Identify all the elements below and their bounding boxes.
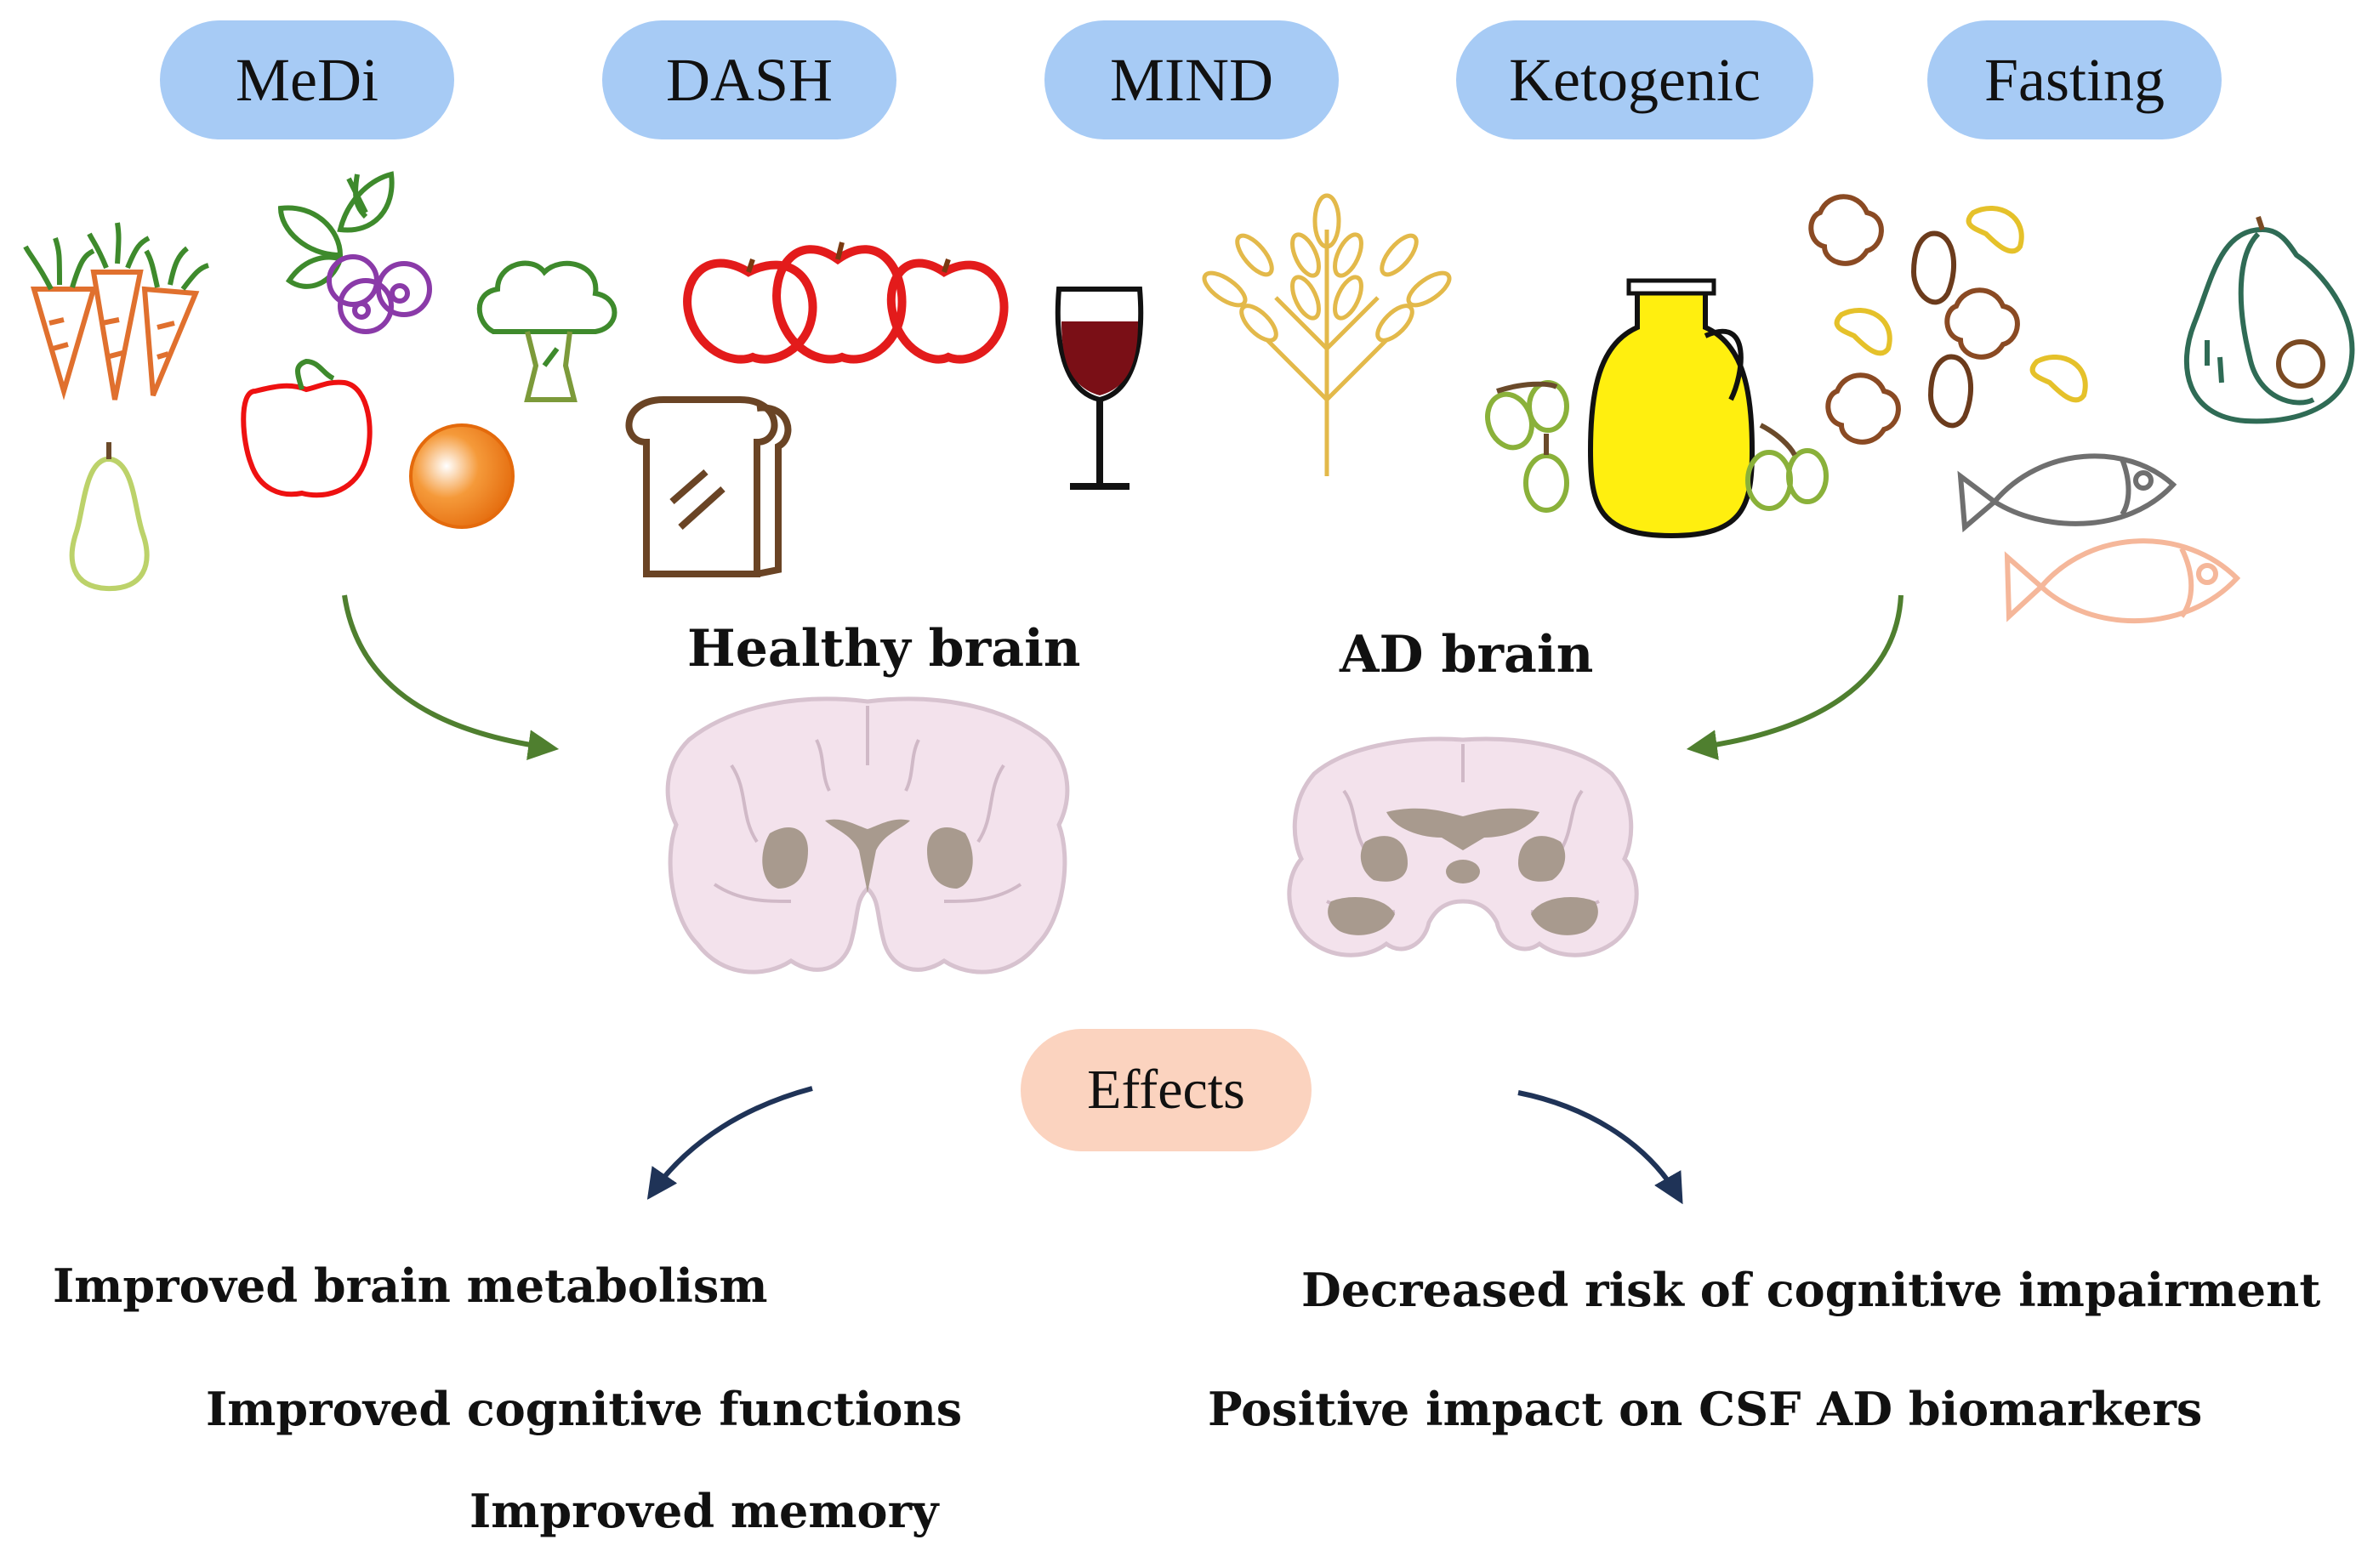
diet-pill-mind: MIND [1044, 20, 1339, 139]
arrow-to-healthy-brain [342, 594, 560, 761]
arrow-to-ad-brain [1686, 594, 1904, 761]
orange-icon [409, 423, 515, 529]
effects-pill: Effects [1021, 1029, 1312, 1151]
nuts-icon [1808, 194, 2088, 445]
bell-pepper-icon [241, 358, 373, 498]
diet-pill-fasting: Fasting [1927, 20, 2222, 139]
ad-brain-illustration [1287, 736, 1639, 957]
carrot-icon [23, 222, 209, 401]
arrow-effects-right [1517, 1090, 1683, 1205]
diet-label: MeDi [236, 45, 378, 114]
bread-icon [625, 396, 792, 577]
effects-label: Effects [1087, 1059, 1245, 1121]
healthy-brain-illustration [665, 696, 1070, 974]
effect-improved-memory: Improved memory [469, 1484, 939, 1538]
basil-olives-icon [277, 171, 432, 334]
diet-label: Fasting [1983, 45, 2165, 114]
broccoli-icon [476, 260, 617, 402]
olive-oil-icon [1587, 278, 1756, 539]
apples-icon [683, 241, 1009, 364]
pear-icon [69, 442, 150, 592]
ad-brain-title: AD brain [1340, 625, 1594, 685]
effect-csf-biomarkers: Positive impact on CSF AD biomarkers [1208, 1382, 2203, 1436]
diet-label: MIND [1110, 45, 1273, 114]
healthy-brain-title: Healthy brain [687, 619, 1081, 679]
diet-pill-ketogenic: Ketogenic [1456, 20, 1813, 139]
effect-improved-brain-metabolism: Improved brain metabolism [53, 1258, 768, 1313]
wheat-icon [1202, 193, 1452, 476]
green-olives-icon [1485, 380, 1829, 513]
arrow-effects-left [646, 1086, 813, 1200]
avocado-icon [2183, 216, 2355, 424]
diet-pill-medi: MeDi [160, 20, 454, 139]
diet-label: DASH [665, 45, 834, 114]
wine-glass-icon [1055, 287, 1144, 490]
effect-improved-cognitive-functions: Improved cognitive functions [206, 1382, 963, 1436]
diet-label: Ketogenic [1509, 45, 1761, 114]
effect-decreased-risk: Decreased risk of cognitive impairment [1301, 1263, 2321, 1317]
fish-icon [1957, 453, 2241, 624]
diet-pill-dash: DASH [602, 20, 896, 139]
